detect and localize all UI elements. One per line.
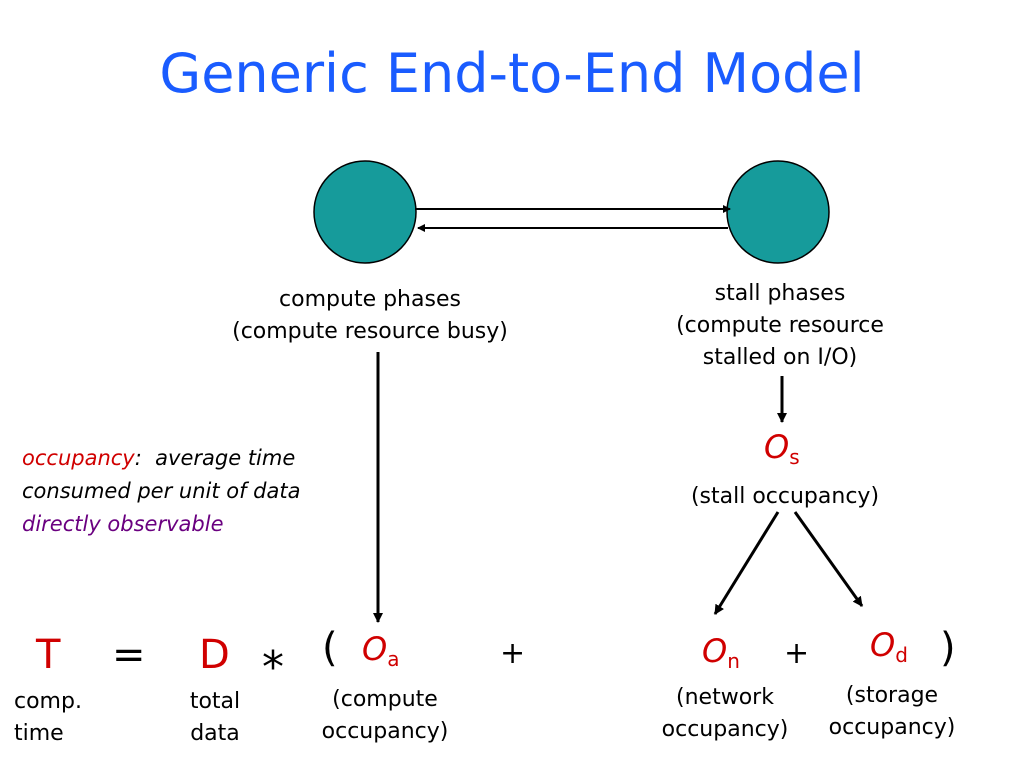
eq-On: On xyxy=(702,632,740,673)
occupancy-definition: occupancy: average time consumed per uni… xyxy=(22,442,300,541)
eq-plus-1: + xyxy=(500,636,526,671)
eq-T: T xyxy=(36,632,61,678)
stall-occupancy-caption: (stall occupancy) xyxy=(690,484,880,509)
eq-open-paren: ( xyxy=(322,625,338,671)
caption-Od: (storage occupancy) xyxy=(828,683,956,740)
compute-phases-subtitle: (compute resource busy) xyxy=(232,319,508,344)
occupancy-term: occupancy xyxy=(22,446,135,470)
eq-Oa: Oa xyxy=(362,630,400,671)
compute-node xyxy=(313,160,417,264)
stall-phases-label: stall phases (compute resource stalled o… xyxy=(630,278,930,374)
eq-Od: Od xyxy=(870,626,908,667)
stall-occupancy-symbol: Os xyxy=(764,428,800,469)
eq-close-paren: ) xyxy=(940,625,956,671)
eq-plus-2: + xyxy=(784,636,810,671)
stall-phases-title: stall phases xyxy=(714,281,846,306)
eq-equals: = xyxy=(112,632,146,678)
page-title: Generic End-to-End Model xyxy=(159,42,865,105)
definition-line-3: directly observable xyxy=(22,512,224,536)
caption-T: comp. time xyxy=(14,689,82,746)
compute-phases-title: compute phases xyxy=(279,287,461,312)
storage-node xyxy=(726,160,830,264)
compute-phases-label: compute phases (compute resource busy) xyxy=(190,284,550,348)
stall-phases-subtitle-1: (compute resource xyxy=(676,313,884,338)
eq-times: * xyxy=(262,642,284,693)
definition-line-1: occupancy: average time xyxy=(22,446,296,470)
definition-line-2: consumed per unit of data xyxy=(22,479,301,503)
stall-phases-subtitle-2: stalled on I/O) xyxy=(702,345,858,370)
eq-D: D xyxy=(199,632,230,678)
os-to-on-arrow xyxy=(713,511,780,615)
os-to-od-arrow xyxy=(793,511,864,607)
caption-On: (network occupancy) xyxy=(661,685,789,742)
caption-Oa: (compute occupancy) xyxy=(321,687,449,744)
caption-D: total data xyxy=(189,689,241,746)
